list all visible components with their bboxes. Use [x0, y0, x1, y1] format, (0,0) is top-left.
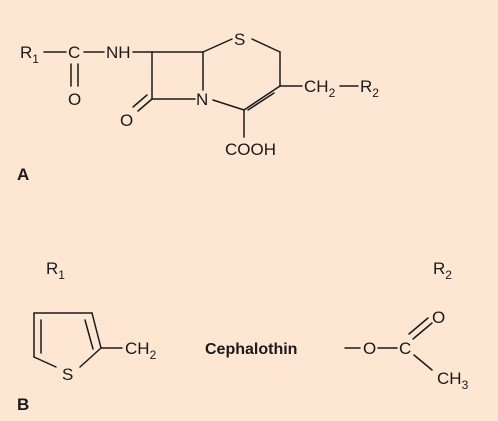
- panel-label-b: B: [17, 395, 29, 414]
- bond-c-ch3: [413, 354, 433, 371]
- r2-heading: R2: [433, 259, 452, 282]
- thiophene-c3-c2-double: [84, 319, 94, 350]
- thiophene-c2-s: [79, 347, 102, 368]
- lactam-co-bond-2: [132, 94, 148, 108]
- methylene-group: CH2: [304, 77, 336, 100]
- lactam-co-bond-1: [137, 98, 153, 112]
- bond-c3-c4-double: [247, 92, 275, 111]
- lactam-oxygen: O: [120, 111, 133, 130]
- ester-co-double-2: [408, 317, 429, 335]
- carbonyl-carbon: C: [68, 43, 80, 62]
- carbonyl-oxygen: O: [68, 90, 81, 109]
- drug-name: Cephalothin: [205, 341, 297, 358]
- bond-c4-n: [212, 99, 245, 111]
- thiophene-methylene: CH2: [125, 339, 157, 362]
- ester-carbon: C: [399, 339, 411, 358]
- panel-label-a: A: [17, 165, 29, 184]
- r1-group: R1: [20, 43, 39, 66]
- r1-heading: R1: [46, 259, 65, 282]
- amide-nh: NH: [106, 43, 131, 62]
- thiophene-c5-s: [33, 356, 57, 368]
- ester-oxygen-2: O: [432, 308, 445, 327]
- thiophene-sulfur: S: [62, 365, 73, 384]
- ester-oxygen-1: O: [363, 339, 376, 358]
- r2-group: R2: [360, 77, 379, 100]
- acetoxy-group: O C O CH3: [344, 308, 469, 392]
- bond-s-c2: [251, 38, 281, 53]
- carboxyl-group: COOH: [225, 140, 276, 159]
- methyl-group: CH3: [437, 369, 469, 392]
- bond-c3-c4: [243, 85, 281, 111]
- ring-nitrogen: N: [196, 90, 208, 109]
- ring-sulfur: S: [234, 30, 245, 49]
- ester-co-double-1: [412, 322, 433, 340]
- bond-c6-s: [202, 38, 233, 53]
- thiophene-ring: S: [33, 312, 102, 384]
- thiophene-c3-c2: [91, 312, 102, 349]
- structure-a: R1 C O NH O N S: [17, 30, 379, 184]
- structure-b: R1 R2 S CH2 Cephalothin O C: [17, 259, 469, 414]
